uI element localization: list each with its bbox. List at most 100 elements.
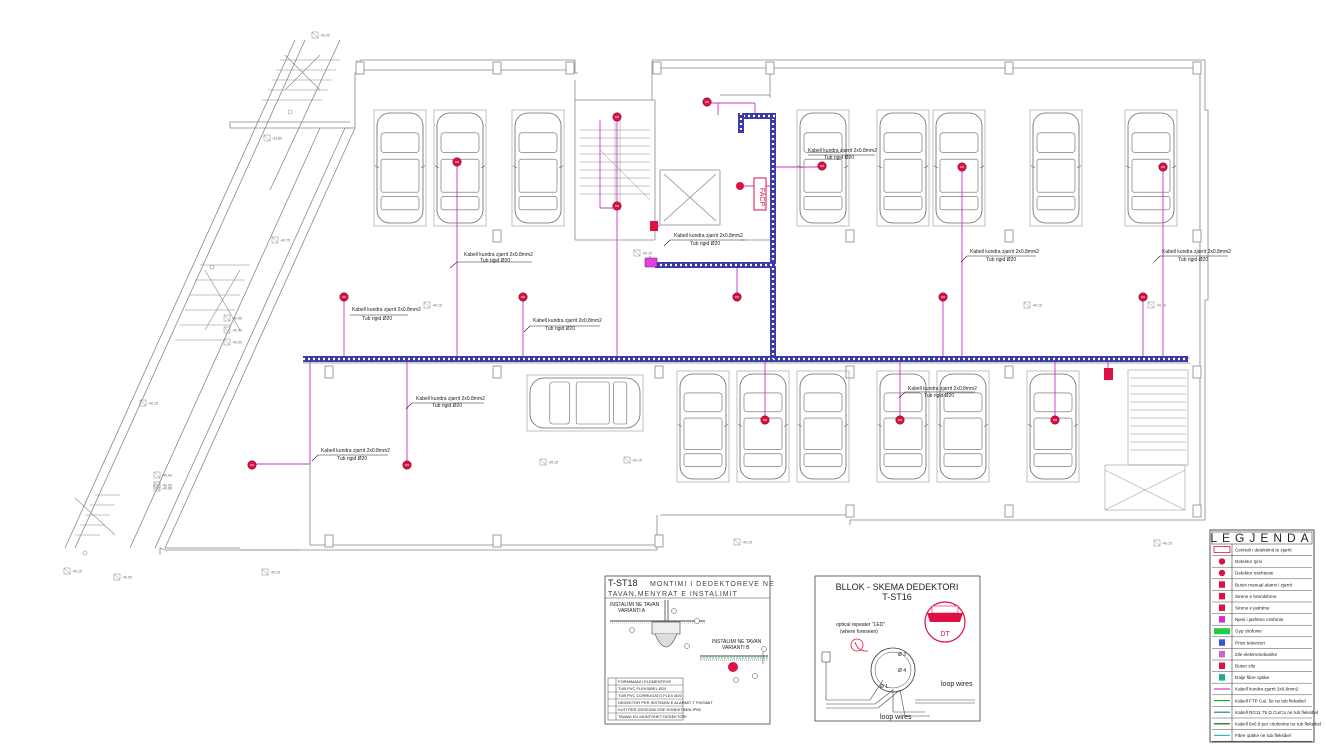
smoke-detector-icon [1050,415,1060,425]
elevation-value: -40.56 [232,317,242,321]
cable-note-line2: Tub rigid Ø20 [337,456,367,462]
elevation-value: -40.15 [1156,304,1166,308]
cable-note-line1: Kabell kundra zjarrit 2x0.8mm2 [1162,249,1231,255]
legend-item-label: Buton zile [1235,664,1256,669]
smoke-detector-icon [760,415,770,425]
legend-item: Kabell 8x0.8 per citofonine ne tub fleks… [1212,722,1321,730]
car-icon [876,370,930,483]
legend-item-label: Sirene e brendshme [1235,594,1277,599]
facp-panel: FACP [736,177,767,211]
legend-item-label: Fibre optike ne tub fleksibel [1235,733,1291,738]
legend-item-label: Sirene e jashtme [1235,606,1270,611]
legend-item: Kabell FTP Cat. 5e ne tub fleksibel [1212,698,1312,707]
elevation-marker: -30.00 [311,31,330,39]
legend-item: Njesi i jashtme citofonie [1212,616,1312,626]
legend-item: Detektor tymi [1212,558,1312,568]
stair-top-left [262,54,340,115]
legend-item-label: Dalje fibre optike [1235,675,1270,680]
legend-item: Kabell RG11 75 Ω Cu/Cu ne tub fleksibel [1212,710,1318,719]
manual-call-point-icon [1104,368,1113,380]
legend-item-label: Zile elektromekanike [1235,652,1278,657]
svg-text:Ø 3: Ø 3 [898,652,906,658]
svg-text:Ø 4: Ø 4 [898,668,906,674]
stair-bottom-left [74,494,120,556]
cable-note-line1: Kabell kundra zjarrit 2x0.8mm2 [970,249,1039,255]
loop-wires-label: loop wires [941,681,973,688]
detail-t18-subtitle: MONTIMI I DEDEKTOREVE NE [650,581,775,588]
cable-note-line1: Kabell kundra zjarrit 2x0.8mm2 [808,148,877,154]
smoke-detector-icon [247,460,257,470]
variant-b-label: INSTALIMI NE TAVAN [712,639,762,645]
elevation-marker: -40.90 [153,481,172,489]
car-icon [1026,370,1080,483]
elevation-value: -23.80 [272,137,282,141]
smoke-detector-icon [452,157,462,167]
elevation-marker: -40.15 [423,301,442,309]
elevation-marker: -40.15 [1153,539,1172,547]
cable-note-line2: Tub rigid Ø20 [824,155,854,161]
car-icon [736,370,790,483]
cable-note-line1: Kabell kundra zjarrit 2x0.8mm2 [464,252,533,258]
svg-text:Ø 1: Ø 1 [880,684,888,690]
elevation-marker: -40.56 [223,314,242,322]
elevation-value: -40.15 [632,459,642,463]
smoke-detector-icon [702,97,712,107]
smoke-detector-icon [612,112,622,122]
parking-cars [373,109,1178,483]
legend-item-label: Kabell RG11 75 Ω Cu/Cu ne tub fleksibel [1235,710,1318,715]
table-row: DEDEKTOR PER SISTEMIN E ALARMIT T FIKSIM… [618,700,713,705]
legend-item-label: Kabell FTP Cat. 5e ne tub fleksibel [1235,698,1306,703]
smoke-detector-icon [817,161,827,171]
elevation-markers: -30.00-23.80-40.75-40.15-40.45-40.60-40.… [63,31,1172,581]
smoke-detector-icon [732,292,742,302]
legend-item-label: Prize televizori [1235,640,1265,645]
smoke-detector-icon [895,415,905,425]
variant-a-label: INSTALIMI NE TAVAN [610,602,660,608]
car-icon [433,109,487,227]
elevation-value: -40.05 [122,576,132,580]
elevation-value: -30.00 [320,34,330,38]
facp-icon [736,182,744,190]
smoke-detector-icon [1218,558,1226,565]
smoke-detector-icon [728,662,738,672]
core-stairs [580,120,651,210]
optical-repeater-sub: (where foreseen) [840,629,878,635]
elevation-marker: -40.60 [223,338,242,346]
elevation-marker: -40.05 [113,573,132,581]
optical-repeater-label: optical repeater "LED" [836,622,885,628]
legend-item: Centrali i detektimit te zjarrit [1212,546,1312,556]
elevation-value: -40.45 [232,329,242,333]
legend-item-label: Buton manual alarmi i zjarrit [1235,582,1293,587]
tv-socket-icon [1219,639,1225,646]
smoke-detector-icon [402,460,412,470]
legend-item-label: Kabell 8x0.8 per citofonine ne tub fleks… [1235,722,1321,727]
legend-item-label: Centrali i detektimit te zjarrit [1235,548,1292,553]
cable-note-line2: Tub rigid Ø20 [432,403,462,409]
smoke-detector-icon [1158,162,1168,172]
ramp-hatch [1104,369,1189,511]
manual-call-point [644,221,1113,380]
smoke-detector-icon [957,162,967,172]
elevation-value: -40.15 [148,402,158,406]
elevation-marker: -40.15 [733,538,752,546]
elevation-marker: -23.80 [263,134,282,142]
cable-note-line2: Tub rigid Ø20 [362,316,392,322]
legend-item: Fibre optike ne tub fleksibel [1212,733,1312,742]
legend-item-label: Gyp citofonie [1235,629,1262,634]
cable-note-line2: Tub rigid Ø20 [986,257,1016,263]
facp-label: FACP [758,188,765,207]
elevation-value: -40.60 [232,341,242,345]
elevation-marker: -40.15 [63,567,82,575]
elevation-value: -40.15 [270,571,280,575]
elevation-value: -40.15 [1162,542,1172,546]
legend-item: Detektor nxehtesie [1212,569,1312,579]
devices [247,97,1168,470]
car-icon [1029,109,1083,227]
smoke-detector-icon [339,292,349,302]
elevation-marker: -40.15 [623,456,642,464]
car-icon [526,374,644,432]
car-icon [676,370,730,483]
legend-item: Sirene e jashtme [1212,604,1312,614]
cable-note-line2: Tub rigid Ø20 [545,326,575,332]
detail-t16-title: BLLOK - SKEMA DEDEKTORI [836,582,959,592]
